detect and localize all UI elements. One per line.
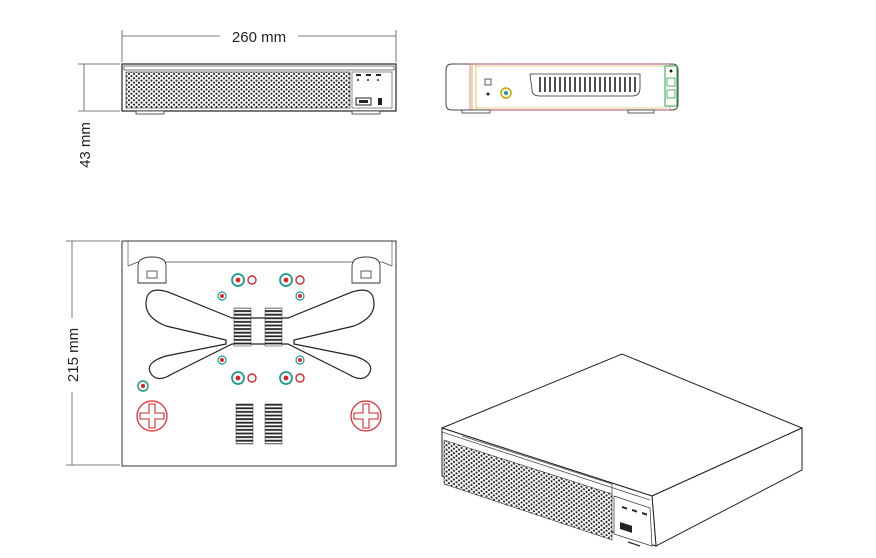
depth-label: 215 mm [65,328,82,382]
width-dimension: 260 mm [121,29,397,62]
isometric-view [440,353,804,547]
side-foot-left [461,109,491,114]
front-foot-left [135,110,165,115]
rubber-foot-left [136,400,168,432]
front-view: 260 mm 43 mm [77,29,397,168]
side-view [445,63,679,114]
front-panel-controls [351,71,393,109]
side-small-port [484,78,492,86]
side-foot-right [627,109,655,114]
bottom-vent-lower-right [264,403,283,445]
width-label: 260 mm [232,29,286,46]
bottom-vent-upper-left [233,307,252,347]
depth-dimension: 215 mm [65,240,120,466]
mount-tab-left [137,256,167,284]
iso-front-grille [443,439,613,541]
bottom-chassis [121,240,397,467]
front-foot-right [351,110,381,115]
bottom-view: 215 mm [65,240,397,467]
side-vent-slots [539,77,636,92]
bottom-vent-upper-right [264,307,283,347]
hdd-screw-mounts [137,273,305,392]
iso-usb-port [620,522,632,533]
bottom-bracket [145,289,375,380]
height-dimension: 43 mm [77,63,120,168]
iso-front-controls [613,495,653,547]
mount-tab-right [351,256,381,284]
height-label: 43 mm [77,122,94,168]
bottom-vent-lower-left [235,403,254,445]
rubber-foot-right [350,400,382,432]
front-vent-grille [125,71,351,109]
